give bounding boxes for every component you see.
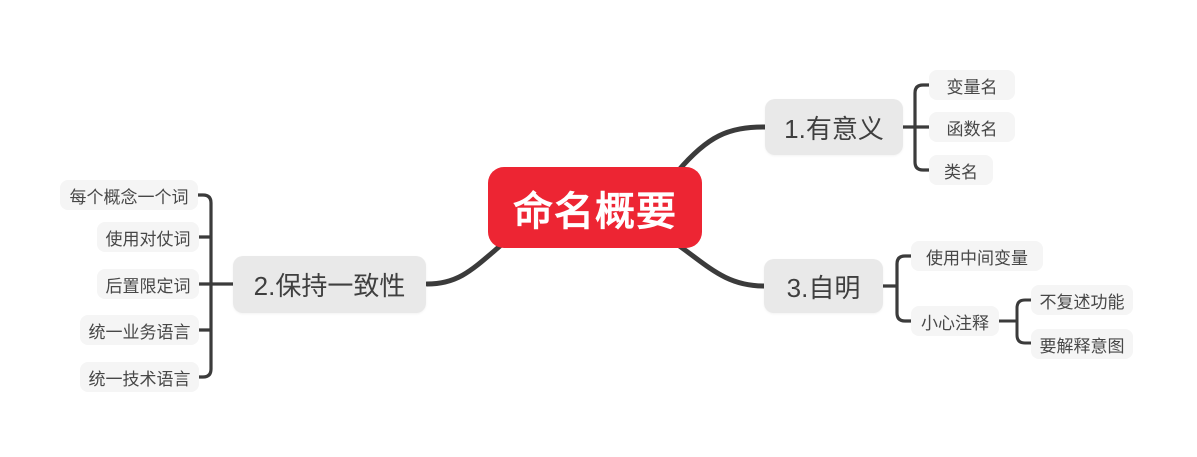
connector-root-to-self-evident xyxy=(675,242,767,289)
subtopic-one-word-per-concept[interactable]: 每个概念一个词 xyxy=(60,180,198,210)
subtopic-no-restating-function[interactable]: 不复述功能 xyxy=(1031,285,1133,315)
connector-self-evident-children xyxy=(881,254,913,323)
subtopic-variable-name[interactable]: 变量名 xyxy=(929,70,1015,100)
subtopic-class-name[interactable]: 类名 xyxy=(929,155,993,185)
topic-3-self-evident[interactable]: 3.自明 xyxy=(764,259,883,313)
root-topic[interactable]: 命名概要 xyxy=(488,167,702,248)
subtopic-careful-comments[interactable]: 小心注释 xyxy=(911,306,999,336)
topic-2-consistency[interactable]: 2.保持一致性 xyxy=(233,256,426,313)
subtopic-function-name[interactable]: 函数名 xyxy=(929,112,1015,142)
subtopic-intermediate-variables[interactable]: 使用中间变量 xyxy=(911,241,1043,271)
connector-root-to-consistency xyxy=(424,243,503,287)
subtopic-unified-technical-language[interactable]: 统一技术语言 xyxy=(80,362,199,392)
connector-root-to-meaningful xyxy=(675,124,768,174)
connector-careful-comments-children xyxy=(997,298,1033,345)
subtopic-postfix-qualifier[interactable]: 后置限定词 xyxy=(97,269,199,299)
connector-meaningful-children xyxy=(901,83,931,172)
subtopic-unified-business-language[interactable]: 统一业务语言 xyxy=(80,315,199,345)
connector-consistency-children xyxy=(196,193,235,379)
subtopic-antonym-pairs[interactable]: 使用对仗词 xyxy=(97,222,199,252)
subtopic-explain-intent[interactable]: 要解释意图 xyxy=(1031,329,1133,359)
topic-1-meaningful[interactable]: 1.有意义 xyxy=(765,99,903,155)
